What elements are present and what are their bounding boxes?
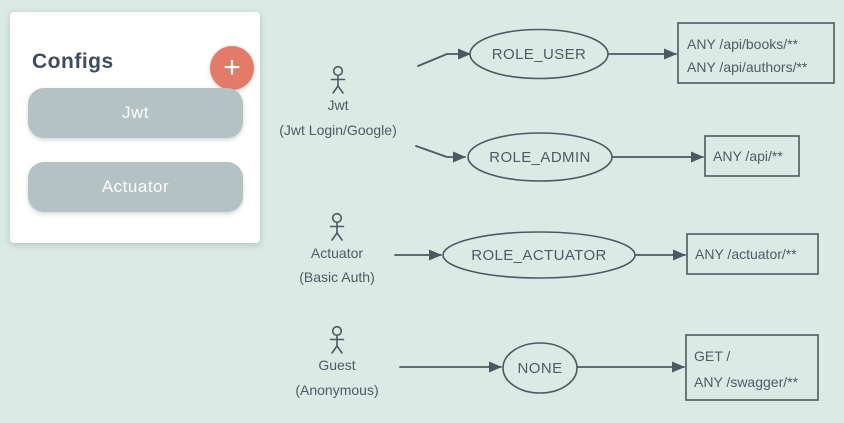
role-label: ROLE_ADMIN	[489, 149, 591, 166]
role-label: ROLE_ACTUATOR	[471, 247, 607, 264]
role-node-user: ROLE_USER	[469, 28, 609, 80]
panel-title: Configs	[32, 50, 114, 73]
actor-name: Jwt	[328, 97, 349, 113]
actor-guest: Guest (Anonymous)	[295, 325, 379, 398]
rule-line: ANY /api/books/**	[687, 36, 799, 52]
rules-box-user: ANY /api/books/** ANY /api/authors/**	[677, 22, 835, 84]
configs-panel: Configs + Jwt Actuator	[10, 12, 260, 243]
plus-icon: +	[223, 51, 241, 84]
config-button-jwt[interactable]: Jwt	[28, 88, 243, 138]
rule-line: ANY /swagger/**	[694, 374, 799, 390]
rule-line: ANY /api/authors/**	[687, 59, 808, 75]
person-icon	[330, 65, 346, 94]
role-node-actuator: ROLE_ACTUATOR	[442, 231, 636, 279]
actor-name: Guest	[318, 357, 355, 373]
rule-line: ANY /api/**	[713, 148, 783, 164]
add-config-button[interactable]: +	[210, 46, 254, 90]
person-icon	[329, 325, 345, 354]
actor-auth: (Basic Auth)	[299, 269, 374, 285]
role-node-none: NONE	[502, 342, 578, 394]
actor-actuator: Actuator (Basic Auth)	[299, 212, 375, 285]
rules-box-actuator: ANY /actuator/**	[686, 233, 819, 275]
edge-jwt-to-role-admin	[415, 145, 466, 163]
rules-box-guest: GET / ANY /swagger/**	[685, 334, 819, 401]
person-icon	[329, 212, 345, 241]
config-button-actuator[interactable]: Actuator	[28, 162, 243, 212]
role-label: NONE	[518, 360, 563, 377]
role-node-admin: ROLE_ADMIN	[467, 132, 613, 182]
actor-auth: (Anonymous)	[295, 382, 378, 398]
actor-jwt: Jwt (Jwt Login/Google)	[279, 65, 397, 138]
actor-name: Actuator	[311, 245, 363, 261]
role-label: ROLE_USER	[492, 46, 586, 63]
edge-jwt-to-role-user	[417, 48, 471, 67]
rules-box-admin: ANY /api/**	[704, 135, 800, 177]
actor-auth: (Jwt Login/Google)	[279, 122, 397, 138]
rule-line: GET /	[694, 348, 730, 364]
rule-line: ANY /actuator/**	[695, 246, 797, 262]
